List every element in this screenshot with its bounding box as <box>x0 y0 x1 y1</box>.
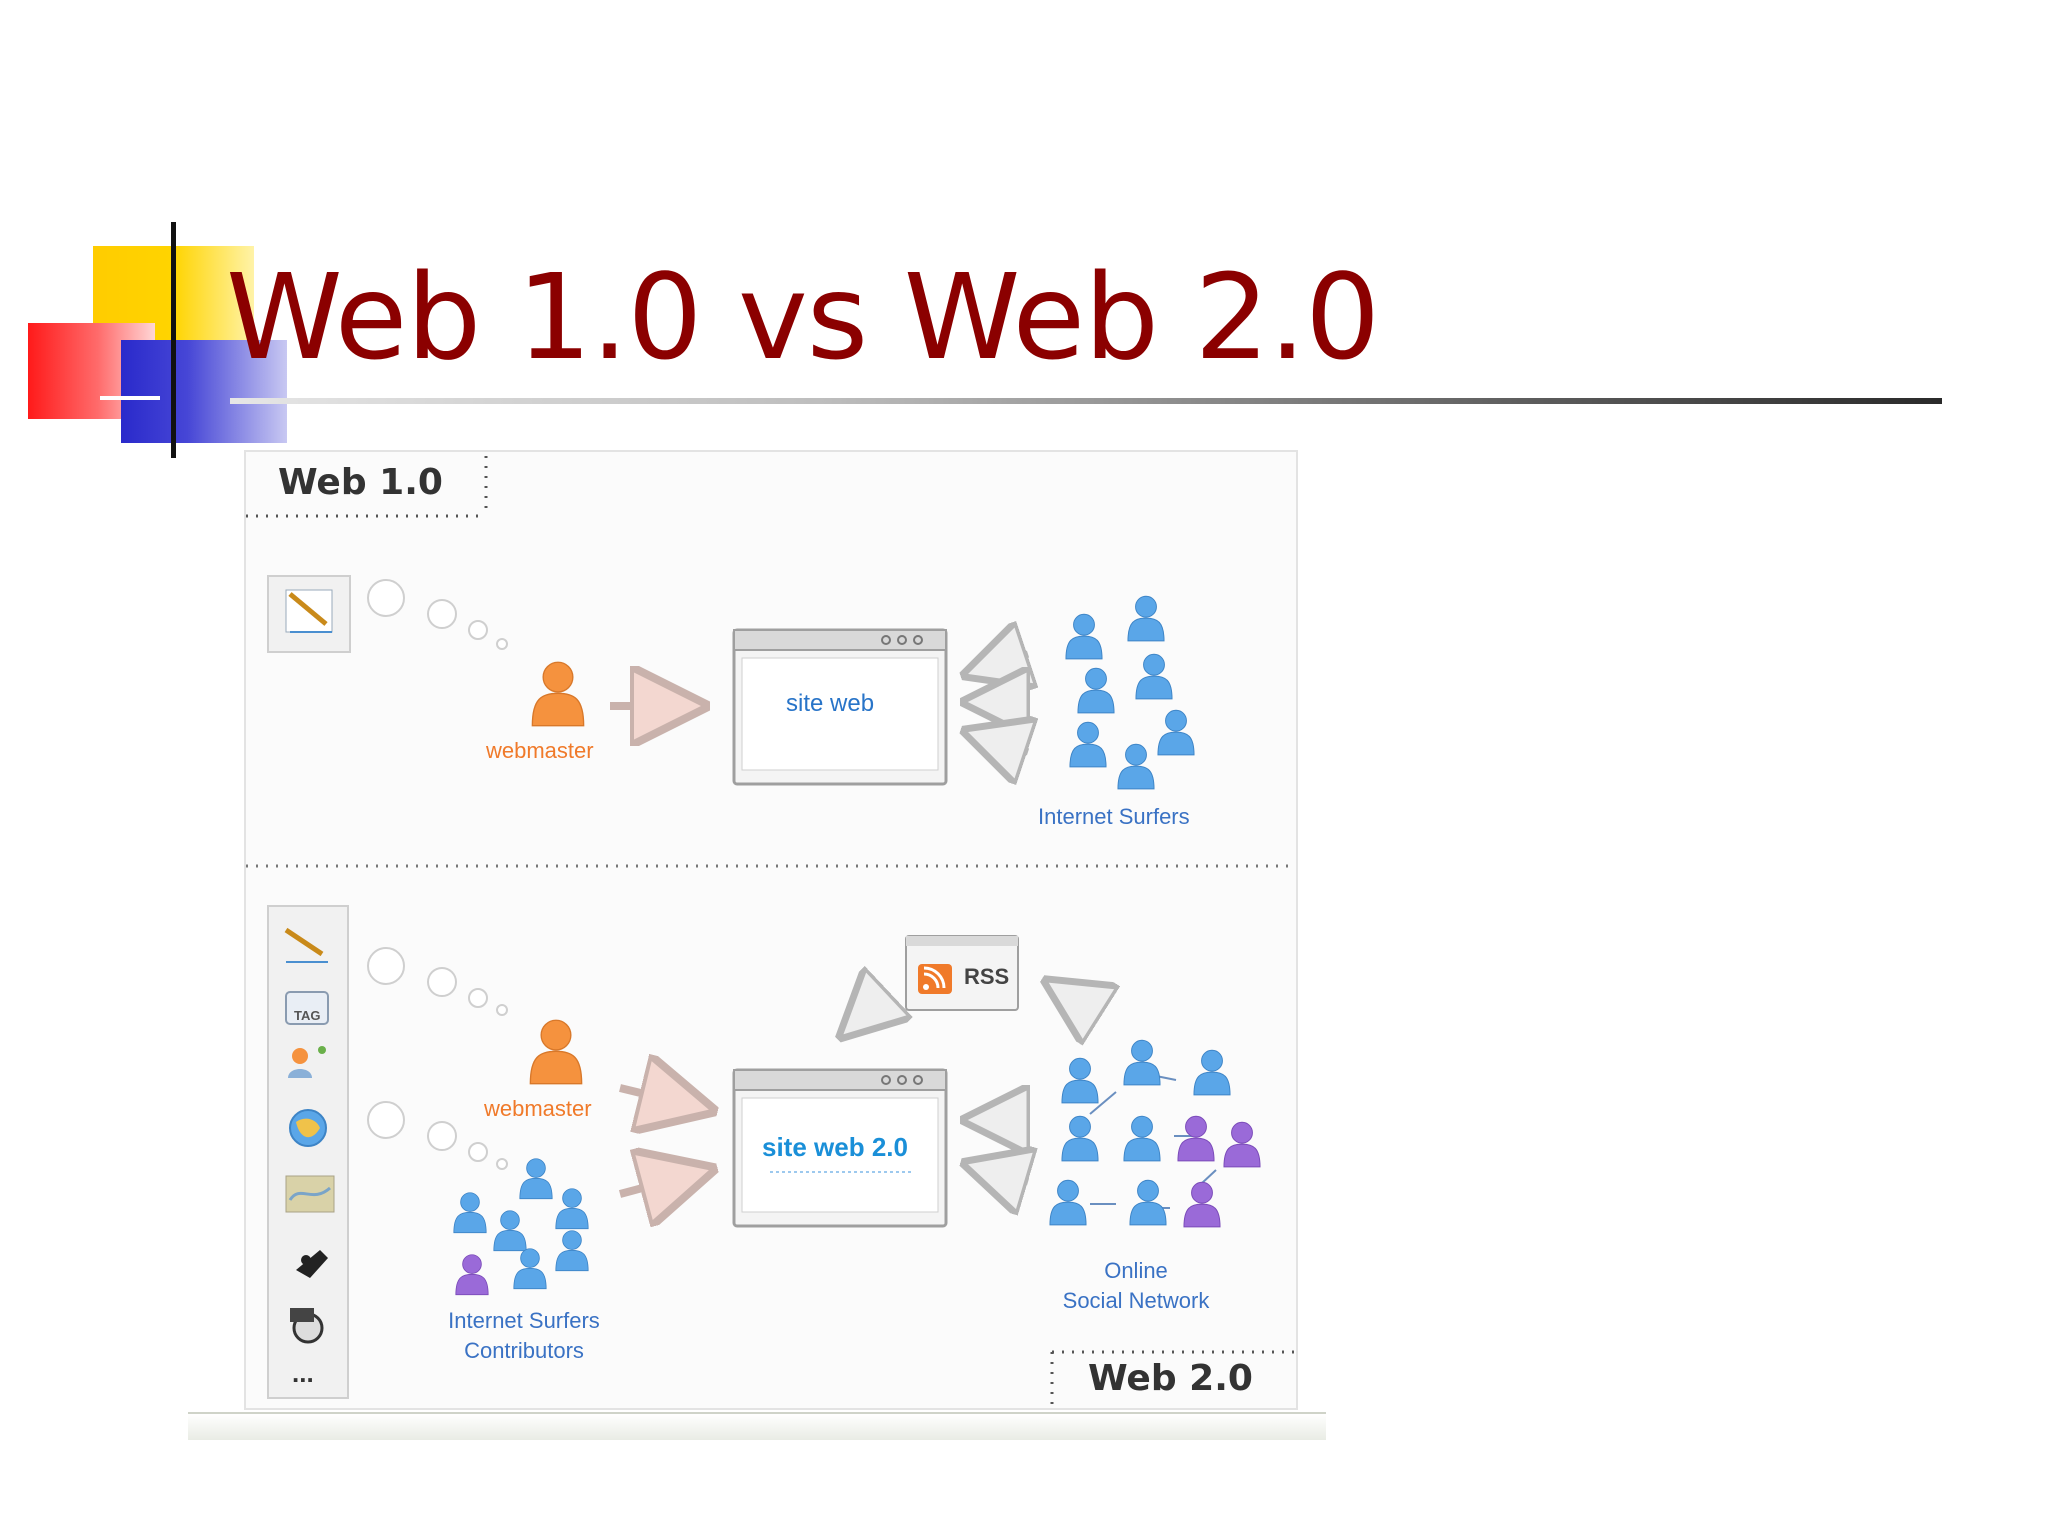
web1-label: Web 1.0 <box>278 462 443 503</box>
sidebar-tag-icon <box>285 991 329 1025</box>
sidebar-globe-icon <box>289 1109 327 1147</box>
social-network-label-line1: Online <box>1104 1258 1168 1283</box>
sidebar-tag-label: TAG <box>294 1008 321 1023</box>
internet-surfers-group <box>1065 595 1195 790</box>
rss-feed-icon <box>918 964 952 994</box>
decor-blue-square <box>121 340 287 443</box>
slide-title: Web 1.0 vs Web 2.0 <box>226 248 1380 386</box>
social-network-group <box>1049 1039 1261 1228</box>
arrow-webmaster2-to-site2 <box>619 1088 702 1108</box>
thought-bubbles-web2-top <box>367 947 508 1016</box>
contributors-label: Internet Surfers Contributors <box>424 1306 624 1366</box>
web2-label: Web 2.0 <box>1088 1358 1253 1399</box>
editor-pen-icon <box>267 575 351 653</box>
web1-label-box <box>246 456 488 518</box>
site-web2-window <box>732 1068 948 1228</box>
title-underline <box>230 398 1942 404</box>
sidebar-map-icon <box>285 1175 335 1213</box>
internet-surfers-label: Internet Surfers <box>1038 804 1190 829</box>
arrow-network-to-rss <box>1054 986 1092 1010</box>
decor-vertical-line <box>171 222 176 458</box>
contributors-group <box>453 1158 589 1296</box>
social-network-label-line2: Social Network <box>1062 1288 1210 1313</box>
site-web-window <box>732 628 948 786</box>
webmaster-icon-web2 <box>529 1019 583 1085</box>
diagram-graphics <box>246 456 1296 1408</box>
image-bottom-strip <box>188 1412 1326 1440</box>
sidebar-video-icon <box>290 1308 324 1344</box>
webmaster-icon-web1 <box>531 661 585 727</box>
site-web2-label: site web 2.0 <box>762 1132 908 1162</box>
arrow-network-to-site2-bottom <box>974 1166 1028 1182</box>
contributors-label-line2: Contributors <box>464 1338 584 1363</box>
arrow-rss-to-site2 <box>848 998 882 1030</box>
contributors-label-line1: Internet Surfers <box>448 1308 600 1333</box>
arrows-surfers-to-site <box>974 654 1028 752</box>
web2-label-box <box>1050 1350 1296 1408</box>
thought-bubbles-web2-bottom <box>367 1101 508 1170</box>
arrow-contributors-to-site2 <box>618 1172 702 1194</box>
sidebar-more-label: ... <box>292 1358 314 1388</box>
sidebar-phone-icon <box>296 1250 328 1278</box>
sidebar-user-icon <box>288 1046 326 1078</box>
sidebar-pen-icon <box>284 927 328 963</box>
social-network-label: Online Social Network <box>1036 1256 1236 1316</box>
decor-white-stripe <box>100 396 160 400</box>
site-web-label: site web <box>786 690 875 717</box>
webmaster-label-web1: webmaster <box>486 738 594 763</box>
web-comparison-diagram: Web 1.0 webmaster site web Internet Surf… <box>244 450 1298 1410</box>
webmaster-label-web2: webmaster <box>484 1096 592 1121</box>
thought-bubbles-web1 <box>367 579 508 650</box>
rss-label: RSS <box>964 964 1010 989</box>
